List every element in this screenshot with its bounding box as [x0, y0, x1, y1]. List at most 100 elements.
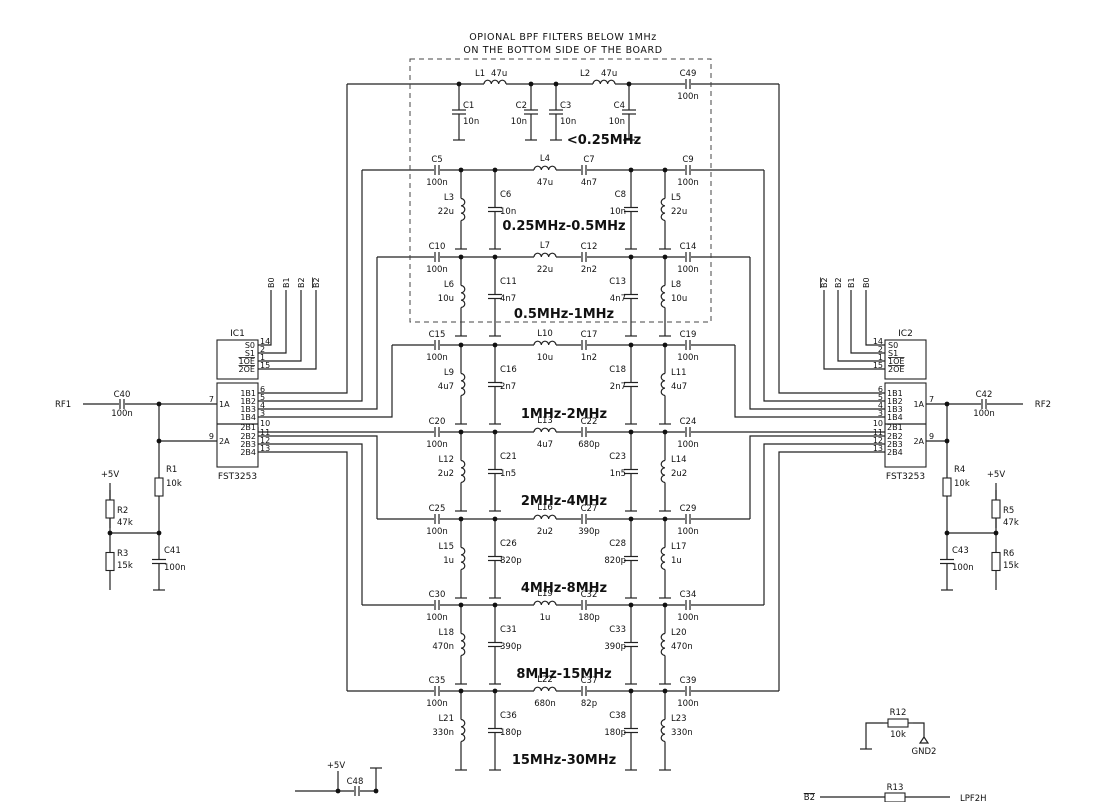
- inductor-L8: [660, 284, 666, 309]
- val-L5: 22u: [671, 207, 687, 217]
- pin-num: 15: [873, 361, 883, 370]
- ref-C4: C4: [614, 101, 625, 111]
- gap: [581, 344, 587, 346]
- route-ic1-stage-1: [258, 170, 363, 402]
- inductor-L1: [483, 79, 507, 85]
- gap: [434, 169, 440, 171]
- resistor-R4: [942, 477, 952, 497]
- ic-switch-box: [884, 382, 927, 468]
- ic-ref: IC2: [898, 329, 913, 339]
- pin-num: 2: [260, 345, 265, 354]
- band-label: 2MHz-4MHz: [521, 494, 607, 509]
- gap: [685, 83, 691, 85]
- ref-R5: R5: [1003, 506, 1014, 516]
- ref-C32: C32: [581, 590, 598, 600]
- junction-dot: [492, 167, 498, 173]
- val-C39: 100n: [677, 699, 699, 709]
- net-label-B1: B1: [282, 277, 291, 288]
- pin-name-2B1: 2B1: [240, 423, 256, 432]
- inductor-L19: [533, 600, 557, 606]
- junction-dot: [458, 602, 464, 608]
- val-C33: 390p: [604, 642, 626, 652]
- pin-name-1OE: 1OE: [888, 357, 904, 366]
- gap: [434, 690, 440, 692]
- junction-dot: [628, 688, 634, 694]
- coil: [592, 79, 616, 85]
- capacitor-C24: [685, 427, 691, 437]
- net-label-B1: B1: [847, 277, 856, 288]
- ref-L14: L14: [671, 455, 687, 465]
- val-L21: 330n: [432, 728, 454, 738]
- route-ic2-stage-3: [734, 345, 885, 418]
- pin-num: 13: [873, 444, 883, 453]
- route-ic2-stage-0: [778, 84, 885, 394]
- gap: [685, 690, 691, 692]
- inductor-L20: [660, 632, 666, 657]
- coil: [533, 686, 557, 692]
- capacitor-C39: [685, 686, 691, 696]
- pin-num: 14: [873, 337, 883, 346]
- control-net-wire: [850, 290, 885, 354]
- val-R12: 10k: [890, 730, 906, 740]
- val-L12: 2u2: [438, 469, 454, 479]
- junction-dot: [944, 530, 950, 536]
- pin-name-2B1: 2B1: [887, 423, 903, 432]
- inductor-L21: [460, 718, 466, 743]
- gap: [581, 690, 587, 692]
- ref-C35: C35: [429, 676, 446, 686]
- inductor-L17: [660, 546, 666, 571]
- pin-num: 3: [260, 409, 265, 418]
- ref-C27: C27: [581, 504, 598, 514]
- pin-name-S1: S1: [888, 349, 898, 358]
- ref-C19: C19: [680, 330, 697, 340]
- val-C16: 2n7: [500, 382, 516, 392]
- val-C49: 100n: [677, 92, 699, 102]
- capacitor-C10: [434, 252, 440, 262]
- junction-dot: [662, 342, 668, 348]
- supply-label: +5V: [327, 761, 346, 771]
- net-label-B2: B2: [297, 277, 306, 288]
- val-L6: 10u: [438, 294, 454, 304]
- ref-C17: C17: [581, 330, 598, 340]
- ref-C22: C22: [581, 417, 598, 427]
- pin-num: 6: [260, 385, 265, 394]
- junction-dot: [492, 688, 498, 694]
- port-RF2: RF2: [1035, 400, 1051, 410]
- val-L14: 2u2: [671, 469, 687, 479]
- pin-name-2A: 2A: [219, 437, 230, 446]
- val-L9: 4u7: [438, 382, 454, 392]
- coil: [533, 340, 557, 346]
- pin-name-1B3: 1B3: [240, 405, 256, 414]
- ref-L11: L11: [671, 368, 687, 378]
- capacitor-C29: [685, 514, 691, 524]
- junction-dot: [626, 81, 632, 87]
- gap: [534, 690, 556, 692]
- capacitor-C22: [581, 427, 587, 437]
- inductor-L11: [660, 372, 666, 397]
- resistor-R1: [154, 477, 164, 497]
- val-C26: 820p: [500, 556, 522, 566]
- ref-R4: R4: [954, 465, 965, 475]
- junction-dot: [944, 438, 950, 444]
- val-C18: 2n7: [610, 382, 626, 392]
- ref-C23: C23: [609, 452, 626, 462]
- junction-dot: [528, 81, 534, 87]
- gap: [434, 256, 440, 258]
- val-C1: 10n: [463, 117, 479, 127]
- pin-num: 6: [878, 385, 883, 394]
- pin-num: 1: [878, 353, 883, 362]
- coil: [533, 165, 557, 171]
- port-RF1: RF1: [55, 400, 71, 410]
- pin-num: 12: [260, 436, 270, 445]
- val-C15: 100n: [426, 353, 448, 363]
- gap: [484, 83, 506, 85]
- val-C38: 180p: [604, 728, 626, 738]
- control-net-wire: [258, 290, 272, 346]
- val-L2: 47u: [601, 69, 617, 79]
- inductor-L16: [533, 514, 557, 520]
- pin-num: 7: [929, 395, 934, 404]
- route-ic2-stage-2: [749, 257, 885, 410]
- capacitor-C30: [434, 600, 440, 610]
- val-L1: 47u: [491, 69, 507, 79]
- junction-dot: [628, 167, 634, 173]
